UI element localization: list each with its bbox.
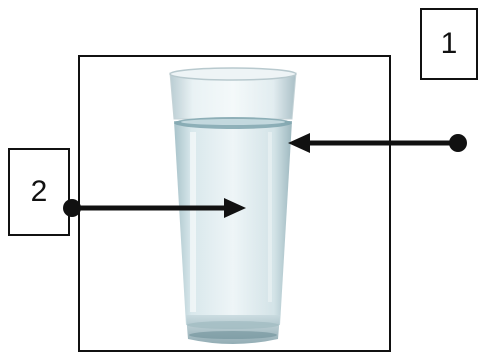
water-body [174,121,292,325]
arrow-1 [288,133,467,153]
label-box-2: 2 [8,148,70,236]
label-1-text: 1 [440,27,458,60]
arrow-1-dot [449,134,467,152]
arrow-2-dot [63,199,81,217]
label-box-1: 1 [420,8,478,80]
photo-frame [78,55,391,352]
glass-rim [169,67,297,81]
label-2-text: 2 [30,175,48,208]
water-glass-image [169,67,297,344]
arrow-2 [63,198,246,218]
